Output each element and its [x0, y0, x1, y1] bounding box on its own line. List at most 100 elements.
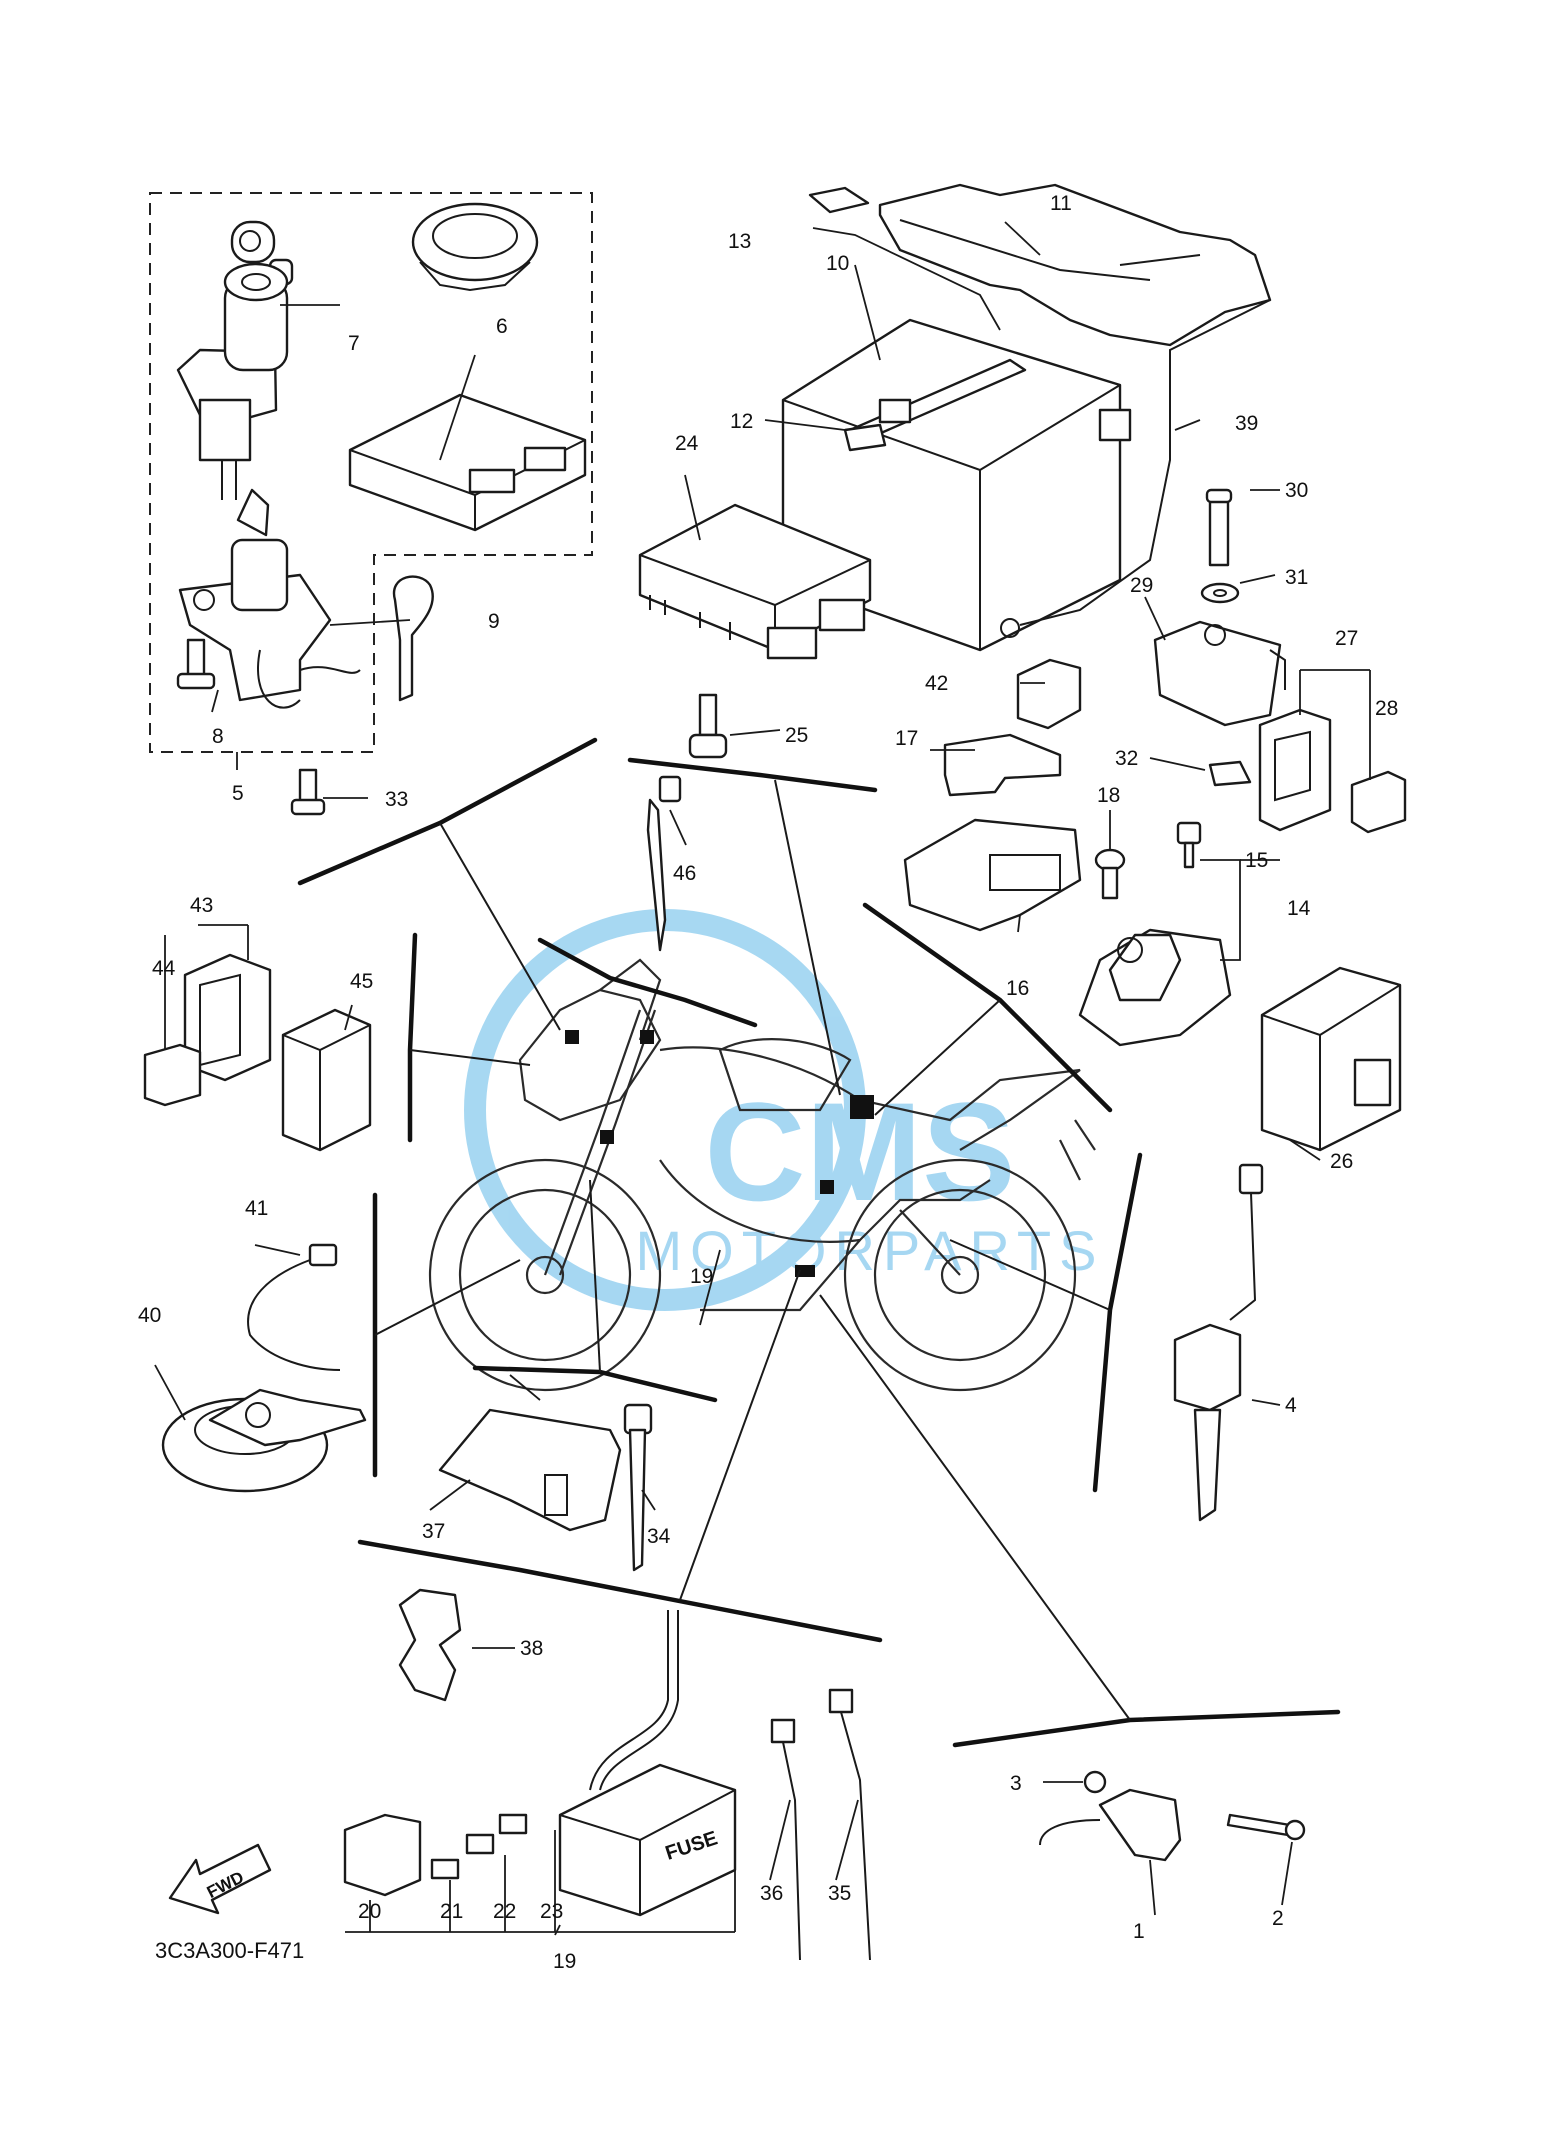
part-label: 12 — [730, 410, 753, 433]
lead-35 — [828, 1688, 871, 1961]
part-label: 4 — [1285, 1394, 1297, 1417]
part-label: 22 — [493, 1900, 516, 1923]
main-switch — [176, 262, 289, 500]
diagram-code: 3C3A300-F471 — [155, 1938, 304, 1963]
battery-bracket-11 — [878, 183, 1272, 347]
starter-relay-14 — [1078, 928, 1232, 1047]
part-labels: 1 2 3 4 5 6 7 8 9 10 11 12 13 14 15 16 1… — [138, 192, 1398, 1973]
part-label: 19 — [690, 1265, 713, 1288]
battery-lead-39 — [1000, 299, 1271, 638]
bolt-8 — [176, 638, 216, 690]
fuse-23 — [498, 1813, 528, 1835]
relay-cover-28 — [1350, 770, 1407, 834]
part-label: 14 — [1287, 897, 1311, 920]
part-label: 29 — [1130, 574, 1153, 597]
cover-44 — [143, 1043, 202, 1107]
part-label: 28 — [1375, 697, 1398, 720]
leader-lines — [154, 221, 1371, 1936]
part-label: 32 — [1115, 747, 1138, 770]
key — [392, 575, 434, 702]
steering-lock — [178, 488, 361, 709]
bolt-25 — [688, 693, 728, 759]
part-label: 10 — [826, 252, 849, 275]
part-label: 35 — [828, 1882, 851, 1905]
pad-13 — [808, 186, 870, 214]
sensor-4 — [1173, 1163, 1264, 1522]
lead-36 — [770, 1718, 801, 1961]
part-label: 24 — [675, 432, 699, 455]
ecu-6 — [348, 393, 587, 532]
part-label: 25 — [785, 724, 808, 747]
motorcycle — [428, 958, 1096, 1392]
bolt-18 — [1094, 848, 1126, 900]
part-label: 5 — [232, 782, 244, 805]
part-label: 37 — [422, 1520, 445, 1543]
part-label: 45 — [350, 970, 373, 993]
part-label: 46 — [673, 862, 696, 885]
part-label: 42 — [925, 672, 948, 695]
bracket-32 — [1208, 760, 1252, 787]
box-16 — [903, 818, 1082, 932]
part-label: 13 — [728, 230, 751, 253]
part-label: 11 — [1050, 192, 1072, 215]
part-label: 20 — [358, 1900, 381, 1923]
part-label: 44 — [152, 957, 176, 980]
part-label: 8 — [212, 725, 224, 748]
washer-31 — [1200, 582, 1240, 604]
relay-26 — [1260, 966, 1402, 1152]
part-label: 9 — [488, 610, 500, 633]
battery-band-12 — [843, 423, 887, 452]
part-label: 31 — [1285, 566, 1308, 589]
part-label: 33 — [385, 788, 408, 811]
part-label: 39 — [1235, 412, 1258, 435]
relay-45 — [281, 1008, 372, 1152]
bolt-2 — [1226, 1813, 1306, 1841]
fuse-22 — [465, 1833, 495, 1855]
cover-17 — [943, 733, 1062, 797]
sensor-1 — [1039, 1788, 1182, 1862]
part-label: 2 — [1272, 1907, 1284, 1930]
part-label: 30 — [1285, 479, 1308, 502]
part-label: 3 — [1010, 1772, 1022, 1795]
lead-41 — [247, 1243, 341, 1371]
part-label: 38 — [520, 1637, 543, 1660]
horn-40 — [161, 1388, 367, 1493]
part-label: 21 — [440, 1900, 463, 1923]
part-label: 23 — [540, 1900, 563, 1923]
part-label: 18 — [1097, 784, 1120, 807]
connector-20 — [343, 1813, 422, 1897]
holder-37 — [438, 1408, 622, 1532]
part-label: 17 — [895, 727, 918, 750]
pointer-lines — [374, 779, 1131, 1721]
tie-34 — [623, 1403, 653, 1572]
part-label: 36 — [760, 1882, 783, 1905]
bolt-30 — [1205, 488, 1233, 567]
group-box-ignition — [149, 192, 593, 753]
fuse-15 — [1176, 821, 1202, 869]
bolt-33 — [290, 768, 326, 816]
fuel-cap — [411, 202, 539, 292]
ecu-24 — [638, 503, 872, 660]
relay-42 — [1016, 658, 1082, 730]
nut-3 — [1083, 1770, 1107, 1794]
tie-46 — [646, 775, 682, 952]
harness-19 — [589, 1610, 679, 1791]
part-label: 6 — [496, 315, 508, 338]
part-label: 40 — [138, 1304, 161, 1327]
part-label: 15 — [1245, 849, 1268, 872]
fuse-21 — [430, 1858, 460, 1880]
part-label: 34 — [647, 1525, 671, 1548]
part-label: 1 — [1133, 1920, 1145, 1943]
part-label: 43 — [190, 894, 213, 917]
clamp-38 — [398, 1588, 462, 1702]
part-label: 41 — [245, 1197, 268, 1220]
relay-29 — [1153, 620, 1286, 727]
fwd-arrow: FWD — [168, 1843, 272, 1915]
part-label: 26 — [1330, 1150, 1353, 1173]
part-label: 19 — [553, 1950, 576, 1973]
part-label: 7 — [348, 332, 360, 355]
relay-coupler-27 — [1258, 708, 1332, 832]
part-label: 27 — [1335, 627, 1358, 650]
part-label: 16 — [1006, 977, 1029, 1000]
